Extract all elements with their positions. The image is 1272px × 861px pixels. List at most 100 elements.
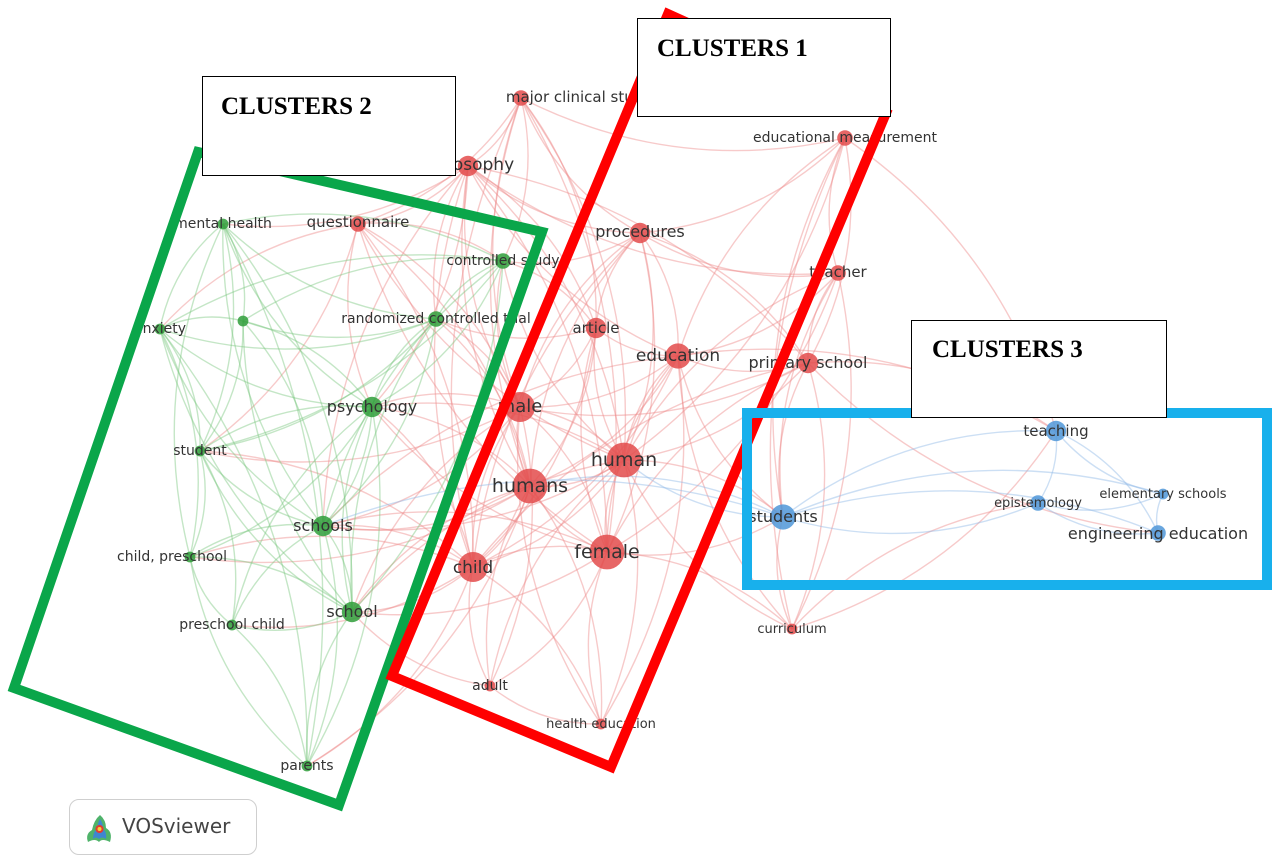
vosviewer-logo-icon <box>87 815 111 842</box>
node-human[interactable] <box>606 442 642 478</box>
edge-randomized-controlled-trial-school <box>350 318 437 613</box>
edge-student-preschool-child <box>199 450 237 626</box>
edge-education-health-education <box>600 355 685 725</box>
edge-adult-health-education <box>489 685 602 725</box>
edge-male-female <box>519 406 608 553</box>
node-schools[interactable] <box>312 515 334 537</box>
node-label-student: student <box>173 443 227 459</box>
node-educational-measurement[interactable] <box>837 130 853 146</box>
edge-psychology-student <box>199 405 373 452</box>
edge-teaching-engineering-education <box>1055 430 1159 534</box>
node-adult[interactable] <box>484 680 496 692</box>
node-questionnaire[interactable] <box>350 216 366 232</box>
node-label-parents: parents <box>280 758 333 774</box>
edge-students-human <box>623 459 784 518</box>
node-student[interactable] <box>194 445 206 457</box>
edge-human-schools <box>322 459 625 531</box>
node-curriculum[interactable] <box>786 623 798 635</box>
node-mental-health[interactable] <box>217 218 229 230</box>
edge-article-child <box>472 327 597 568</box>
node-child-preschool[interactable] <box>184 551 196 563</box>
node-school[interactable] <box>341 601 363 623</box>
vosviewer-badge[interactable]: VOSviewer <box>69 799 257 855</box>
edge-questionnaire-female <box>357 223 608 553</box>
node-psychology[interactable] <box>361 396 383 418</box>
edge-female-health-education <box>587 551 608 725</box>
edge-philosophy-article <box>467 165 597 329</box>
edge-female-adult <box>489 551 608 687</box>
edge-unlabeled-green-school <box>242 320 353 613</box>
edge-child-health-education <box>472 566 602 725</box>
edge-randomized-controlled-trial-student <box>199 318 437 452</box>
edge-procedures-humans <box>529 232 641 487</box>
node-label-mental-health: mental health <box>174 216 272 232</box>
node-label-school: school <box>326 602 377 621</box>
node-label-major-clinical-study: major clinical study <box>506 88 652 106</box>
edge-schools-preschool-child <box>231 525 324 626</box>
edge-students-engineering-education <box>782 490 1159 534</box>
node-teacher[interactable] <box>830 265 846 281</box>
edge-questionnaire-human <box>357 223 625 461</box>
node-philosophy[interactable] <box>457 155 479 177</box>
edge-philosophy-teacher <box>467 165 839 275</box>
edge-teaching-epistemology <box>1037 430 1058 504</box>
edge-humans-health-education <box>529 485 603 725</box>
node-child[interactable] <box>458 552 488 582</box>
node-elementary-schools[interactable] <box>1157 488 1169 500</box>
node-students[interactable] <box>770 504 796 530</box>
edge-mental-health-school <box>222 223 353 613</box>
edge-article-humans <box>529 327 597 487</box>
edge-primary-school-students <box>778 362 809 518</box>
node-preschool-child[interactable] <box>226 619 238 631</box>
edge-procedures-male <box>519 232 641 408</box>
node-primary-school[interactable] <box>797 352 819 374</box>
node-education[interactable] <box>665 343 691 369</box>
edge-teacher-human <box>623 272 839 461</box>
edge-humans-psychology <box>371 406 531 487</box>
node-label-article: article <box>572 319 619 337</box>
node-controlled-study[interactable] <box>495 253 511 269</box>
edge-female-schools <box>322 511 608 553</box>
node-label-elementary-schools: elementary schools <box>1099 487 1226 502</box>
edge-article-randomized-controlled-trial <box>435 318 597 339</box>
edge-unlabeled-green-psychology <box>242 320 373 408</box>
node-female[interactable] <box>589 534 625 570</box>
edge-anxiety-parents <box>159 328 308 767</box>
edge-humans-parents <box>306 485 531 767</box>
node-label-educational-measurement: educational measurement <box>753 130 938 146</box>
node-randomized-controlled-trial[interactable] <box>428 311 444 327</box>
edge-questionnaire-controlled-study <box>357 222 504 262</box>
edge-primary-school-engineering-education <box>807 362 1159 534</box>
node-parents[interactable] <box>301 760 313 772</box>
edge-female-school <box>351 551 608 616</box>
node-unlabeled-green[interactable] <box>237 315 249 327</box>
edge-teacher-students <box>779 272 839 518</box>
node-label-schools: schools <box>293 516 353 535</box>
node-health-education[interactable] <box>595 718 607 730</box>
node-epistemology[interactable] <box>1030 495 1046 511</box>
edge-educational-measurement-curriculum <box>769 137 846 630</box>
node-engineering-education[interactable] <box>1150 525 1166 541</box>
edge-primary-school-human <box>623 362 809 461</box>
edge-major-clinical-study-educational-measurement <box>520 97 846 152</box>
node-anxiety[interactable] <box>154 323 166 335</box>
node-procedures[interactable] <box>629 222 651 244</box>
node-teaching[interactable] <box>1045 420 1067 442</box>
node-humans[interactable] <box>512 468 548 504</box>
edge-major-clinical-study-male <box>491 97 522 408</box>
edge-teaching-elementary-schools <box>1055 430 1164 495</box>
node-major-clinical-study[interactable] <box>513 90 529 106</box>
edge-unlabeled-green-schools <box>242 320 324 527</box>
edge-major-clinical-study-child <box>450 97 522 568</box>
node-article[interactable] <box>585 317 607 339</box>
edge-school-preschool-child <box>231 611 353 631</box>
edge-education-primary-school <box>677 355 809 373</box>
edge-anxiety-psychology <box>159 328 373 408</box>
edge-schools-parents <box>306 525 338 767</box>
edge-philosophy-procedures <box>467 165 641 234</box>
edge-questionnaire-male <box>357 223 521 408</box>
edge-child-psychology <box>371 406 474 568</box>
edge-mental-health-unlabeled-green <box>222 223 246 322</box>
edge-education-male <box>519 355 679 408</box>
edge-curriculum-students <box>776 516 793 630</box>
